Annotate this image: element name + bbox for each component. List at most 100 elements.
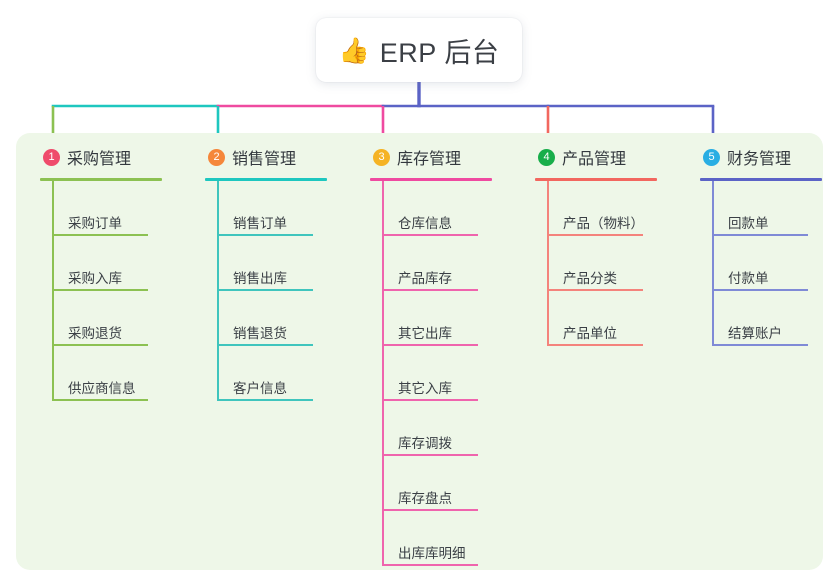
- leaf-item-underline: [217, 399, 313, 401]
- column-title: 销售管理: [232, 151, 297, 168]
- leaf-item-label: 付款单: [728, 271, 769, 287]
- leaf-item[interactable]: 回款单: [712, 181, 839, 236]
- column-5: 5 财务管理回款单付款单结算账户: [700, 143, 839, 346]
- leaf-item[interactable]: 销售退货: [217, 291, 355, 346]
- leaf-item-label: 其它出库: [398, 326, 452, 342]
- column-spine: [52, 181, 54, 401]
- leaf-item-label: 产品单位: [563, 326, 617, 342]
- column-2: 2 销售管理销售订单销售出库销售退货客户信息: [205, 143, 355, 401]
- thumbs-up-icon: 👍: [338, 35, 370, 65]
- column-items: 销售订单销售出库销售退货客户信息: [205, 181, 355, 401]
- leaf-item-label: 回款单: [728, 216, 769, 232]
- leaf-item[interactable]: 销售出库: [217, 236, 355, 291]
- column-4: 4 产品管理产品（物料） 产品分类产品单位: [535, 143, 685, 346]
- column-items: 采购订单采购入库采购退货供应商信息: [40, 181, 190, 401]
- leaf-item[interactable]: 销售订单: [217, 181, 355, 236]
- leaf-item-underline: [382, 509, 478, 511]
- column-spine: [712, 181, 714, 346]
- leaf-item-label: 其它入库: [398, 381, 452, 397]
- leaf-item-label: 产品库存: [398, 271, 452, 287]
- column-title: 产品管理: [562, 151, 627, 168]
- leaf-item[interactable]: 其它入库: [382, 346, 520, 401]
- leaf-item-underline: [382, 564, 478, 566]
- leaf-item[interactable]: 客户信息: [217, 346, 355, 401]
- leaf-item-label: 销售订单: [233, 216, 287, 232]
- column-underline: [40, 178, 162, 181]
- leaf-item[interactable]: 其它出库: [382, 291, 520, 346]
- leaf-item-label: 销售退货: [233, 326, 287, 342]
- column-1: 1 采购管理采购订单采购入库采购退货供应商信息: [40, 143, 190, 401]
- leaf-item-underline: [52, 344, 148, 346]
- column-underline: [205, 178, 327, 181]
- column-header-1[interactable]: 1 采购管理: [40, 143, 190, 171]
- leaf-item-underline: [52, 289, 148, 291]
- column-underline: [700, 178, 822, 181]
- leaf-item-label: 采购退货: [68, 326, 122, 342]
- leaf-item-label: 仓库信息: [398, 216, 452, 232]
- leaf-item-underline: [382, 344, 478, 346]
- leaf-item[interactable]: 出库库明细: [382, 511, 520, 566]
- leaf-item-label: 采购入库: [68, 271, 122, 287]
- leaf-item[interactable]: 库存盘点: [382, 456, 520, 511]
- column-title: 财务管理: [727, 151, 792, 168]
- column-title: 采购管理: [67, 151, 132, 168]
- leaf-item[interactable]: 采购退货: [52, 291, 190, 346]
- leaf-item[interactable]: 库存调拨: [382, 401, 520, 456]
- column-badge-icon: 1: [43, 148, 60, 166]
- leaf-item-label: 采购订单: [68, 216, 122, 232]
- leaf-item[interactable]: 付款单: [712, 236, 839, 291]
- leaf-item-underline: [547, 344, 643, 346]
- column-spine: [382, 181, 384, 566]
- leaf-item-label: 客户信息: [233, 381, 287, 397]
- leaf-item[interactable]: 结算账户: [712, 291, 839, 346]
- leaf-item-label: 产品（物料）: [563, 216, 644, 232]
- column-badge-icon: 3: [373, 148, 390, 166]
- leaf-item-underline: [547, 289, 643, 291]
- leaf-item[interactable]: 采购入库: [52, 236, 190, 291]
- leaf-item[interactable]: 产品分类: [547, 236, 685, 291]
- leaf-item-label: 产品分类: [563, 271, 617, 287]
- column-badge-icon: 2: [208, 148, 225, 166]
- column-spine: [217, 181, 219, 401]
- leaf-item-underline: [52, 399, 148, 401]
- leaf-item-label: 库存盘点: [398, 491, 452, 507]
- leaf-item-underline: [382, 399, 478, 401]
- leaf-item-label: 供应商信息: [68, 381, 136, 397]
- column-3: 3 库存管理仓库信息产品库存其它出库其它入库库存调拨库存盘点出库库明细: [370, 143, 520, 566]
- leaf-item-label: 出库库明细: [398, 546, 466, 562]
- column-items: 产品（物料） 产品分类产品单位: [535, 181, 685, 346]
- column-header-3[interactable]: 3 库存管理: [370, 143, 520, 171]
- column-header-5[interactable]: 5 财务管理: [700, 143, 839, 171]
- leaf-item-underline: [712, 344, 808, 346]
- leaf-item[interactable]: 仓库信息: [382, 181, 520, 236]
- column-header-4[interactable]: 4 产品管理: [535, 143, 685, 171]
- leaf-item-underline: [547, 234, 643, 236]
- column-underline: [370, 178, 492, 181]
- column-title: 库存管理: [397, 151, 462, 168]
- leaf-item-underline: [217, 234, 313, 236]
- leaf-item-label: 结算账户: [728, 326, 782, 342]
- root-node[interactable]: 👍 ERP 后台: [316, 18, 522, 82]
- leaf-item-underline: [712, 289, 808, 291]
- diagram-panel: [16, 133, 823, 570]
- root-label: ERP 后台: [379, 37, 500, 68]
- leaf-item-underline: [52, 234, 148, 236]
- column-badge-icon: 4: [538, 148, 555, 166]
- leaf-item-label: 销售出库: [233, 271, 287, 287]
- leaf-item[interactable]: 产品库存: [382, 236, 520, 291]
- column-underline: [535, 178, 657, 181]
- leaf-item[interactable]: 产品（物料）: [547, 181, 685, 236]
- column-badge-icon: 5: [703, 148, 720, 166]
- leaf-item-underline: [382, 234, 478, 236]
- leaf-item-underline: [217, 289, 313, 291]
- column-spine: [547, 181, 549, 346]
- leaf-item-underline: [382, 289, 478, 291]
- column-items: 回款单付款单结算账户: [700, 181, 839, 346]
- column-items: 仓库信息产品库存其它出库其它入库库存调拨库存盘点出库库明细: [370, 181, 520, 566]
- leaf-item-underline: [712, 234, 808, 236]
- column-header-2[interactable]: 2 销售管理: [205, 143, 355, 171]
- leaf-item[interactable]: 产品单位: [547, 291, 685, 346]
- leaf-item[interactable]: 采购订单: [52, 181, 190, 236]
- leaf-item[interactable]: 供应商信息: [52, 346, 190, 401]
